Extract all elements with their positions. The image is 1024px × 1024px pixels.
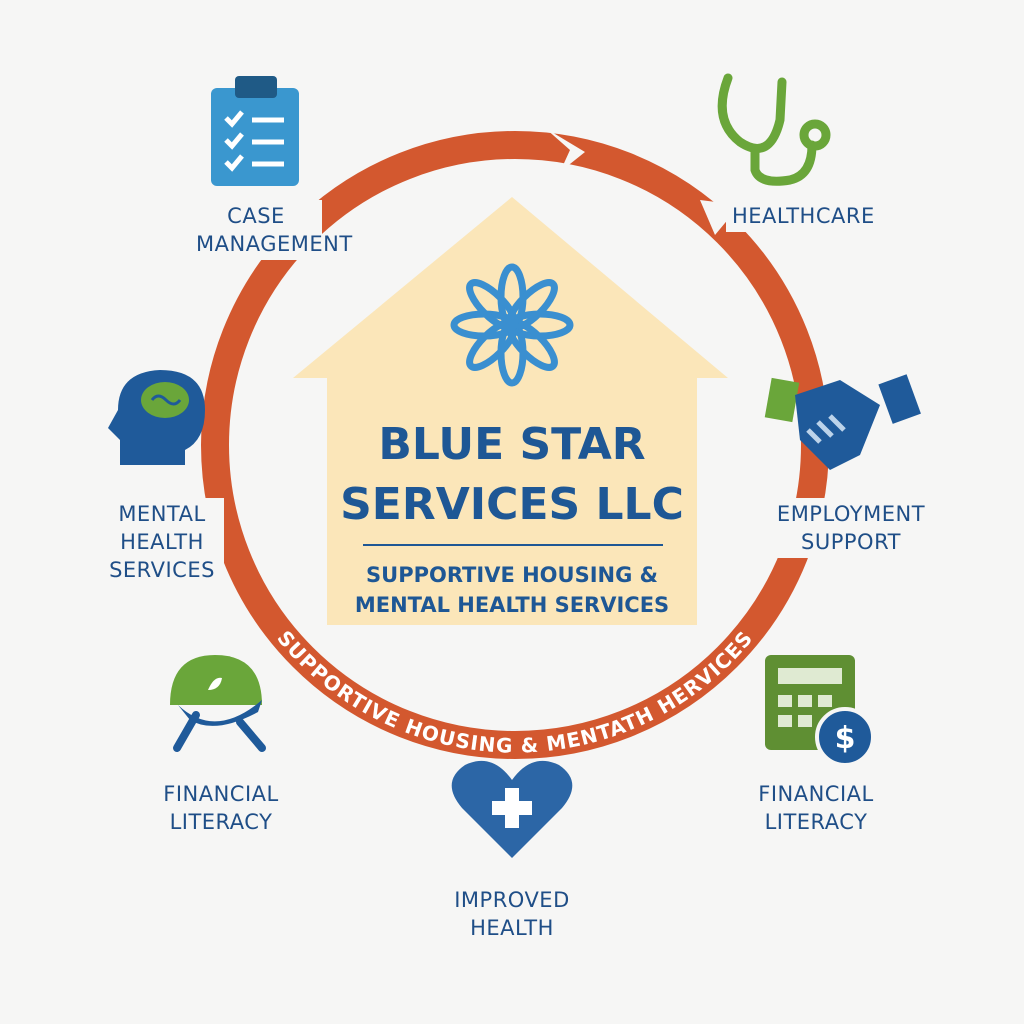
company-name-line2: SERVICES LLC [340, 479, 684, 530]
ring-text: SUPPORTIVE HOUSING & MENTATH HERVICES [272, 626, 757, 758]
ring-text-path: SUPPORTIVE HOUSING & MENTATH HERVICES [272, 626, 756, 758]
label-line: HEALTH [120, 530, 204, 554]
label-mental-health-services: MENTAL HEALTH SERVICES [100, 498, 224, 586]
label-line: CASE [227, 204, 285, 228]
label-line: MENTAL [118, 502, 206, 526]
label-financial-literacy-right: FINANCIAL LITERACY [740, 778, 892, 838]
label-line: SERVICES [109, 558, 215, 582]
label-case-management: CASE MANAGEMENT [190, 200, 353, 260]
label-line: IMPROVED [454, 888, 570, 912]
label-line: HEALTH [470, 916, 554, 940]
label-healthcare: HEALTHCARE [726, 200, 881, 232]
label-line: LITERACY [169, 810, 273, 834]
house-shape [293, 197, 728, 625]
clipboard-checklist-icon [211, 76, 299, 186]
heart-plus-icon [451, 760, 573, 858]
label-line: SUPPORT [801, 530, 901, 554]
label-line: EMPLOYMENT [776, 502, 926, 526]
svg-text:$: $ [835, 721, 856, 756]
label-line: FINANCIAL [758, 782, 874, 806]
label-employment-support: EMPLOYMENT SUPPORT [760, 498, 942, 558]
label-line: MANAGEMENT [196, 232, 353, 256]
company-name-line1: BLUE STAR [378, 419, 646, 470]
label-improved-health: IMPROVED HEALTH [436, 884, 588, 944]
flower-logo-icon [450, 263, 574, 387]
ring-arrow-head [545, 128, 585, 172]
stethoscope-icon [717, 73, 831, 186]
label-line: HEALTHCARE [732, 204, 875, 228]
calculator-dollar-icon: $ [765, 655, 875, 767]
label-financial-literacy-left: FINANCIAL LITERACY [145, 778, 297, 838]
label-line: LITERACY [764, 810, 868, 834]
bowl-leaf-icon [170, 655, 266, 752]
handshake-icon [764, 374, 921, 470]
tagline-line1: SUPPORTIVE HOUSING & [366, 563, 658, 587]
tagline-line2: MENTAL HEALTH SERVICES [354, 593, 670, 617]
label-line: FINANCIAL [163, 782, 279, 806]
head-brain-icon [108, 370, 205, 465]
